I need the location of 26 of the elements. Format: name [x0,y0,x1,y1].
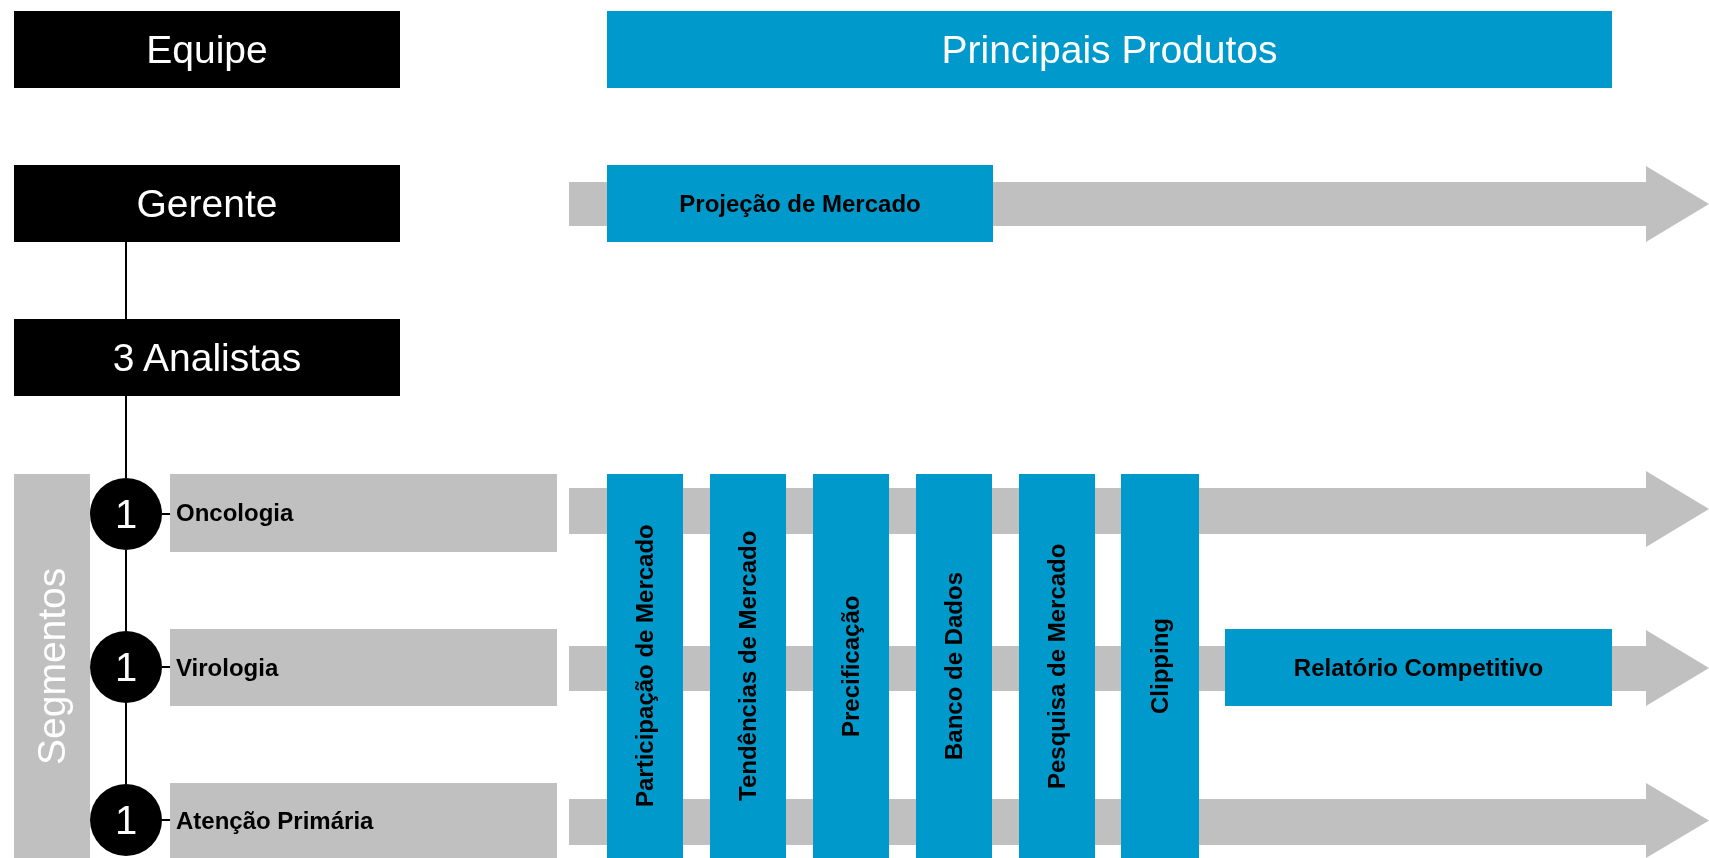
segment-box: Atenção Primária [170,783,557,858]
number-circle: 1 [90,784,162,856]
product-bar: Banco de Dados [916,474,992,858]
connector-line [161,819,171,821]
product-bar: Clipping [1121,474,1199,858]
product-bar: Precificação [813,474,889,858]
header-box: Equipe [14,11,400,88]
connector-line [125,395,127,479]
connector-line [125,241,127,320]
header-box: 3 Analistas [14,319,400,396]
segment-band: Segmentos [14,474,90,858]
connector-line [161,666,171,668]
header-box: Gerente [14,165,400,242]
product-bar: Tendências de Mercado [710,474,786,858]
product-box: Projeção de Mercado [607,165,993,242]
header-box: Principais Produtos [607,11,1612,88]
number-circle: 1 [90,631,162,703]
connector-line [125,702,127,785]
segment-box: Virologia [170,629,557,706]
product-box: Relatório Competitivo [1225,629,1612,706]
connector-line [161,513,171,515]
number-circle: 1 [90,478,162,550]
connector-line [125,549,127,632]
product-bar: Pesquisa de Mercado [1019,474,1095,858]
product-bar: Participação de Mercado [607,474,683,858]
segment-box: Oncologia [170,474,557,552]
